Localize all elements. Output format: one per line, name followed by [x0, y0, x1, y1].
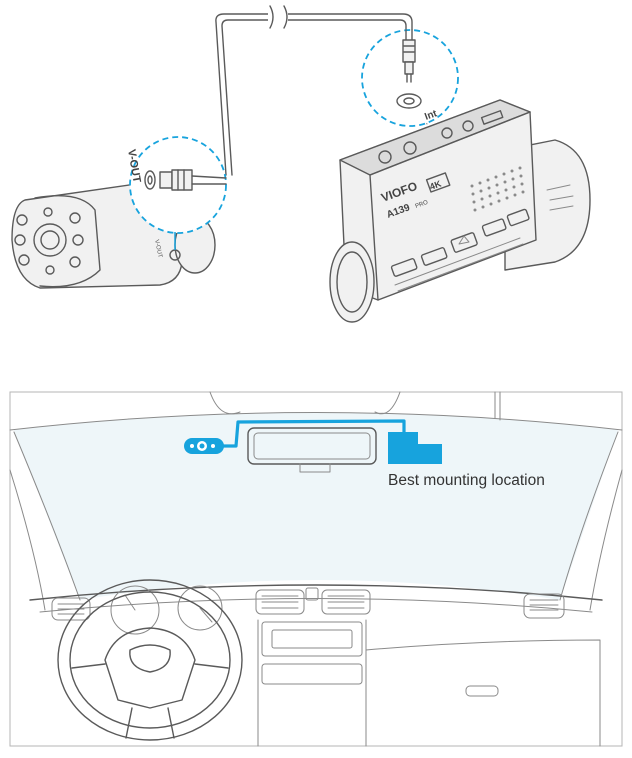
- callout-rear-label: V-OUT: [125, 148, 143, 183]
- ir-leds: [14, 207, 84, 275]
- mounted-dashcam: [388, 432, 442, 464]
- steering-wheel: [57, 579, 243, 741]
- dashcam-resolution-badge: 4K: [428, 178, 443, 192]
- mounting-caption: Best mounting location: [388, 472, 545, 489]
- windshield: [14, 412, 618, 600]
- bottom-figure: Best mounting location: [9, 391, 623, 747]
- rear-camera-icon: [184, 438, 224, 454]
- front-dashcam: VIOFO A139 PRO 4K: [329, 99, 591, 323]
- cable-route: [222, 419, 406, 448]
- dashcam-buttons: [390, 208, 530, 277]
- callout-front-label: Int: [423, 108, 439, 123]
- top-figure: VIOFO A139 PRO 4K: [11, 5, 591, 323]
- rear-port-callout: V-OUT: [125, 136, 227, 250]
- front-port-callout: Int: [361, 29, 459, 127]
- rear-port-label: V-OUT: [153, 239, 163, 259]
- warning-triangle-icon: [458, 235, 470, 245]
- rearview-mirror: [247, 427, 377, 473]
- speaker-grille: [470, 166, 525, 212]
- connecting-cable: [215, 5, 413, 176]
- dashcam-model-badge: PRO: [415, 200, 430, 210]
